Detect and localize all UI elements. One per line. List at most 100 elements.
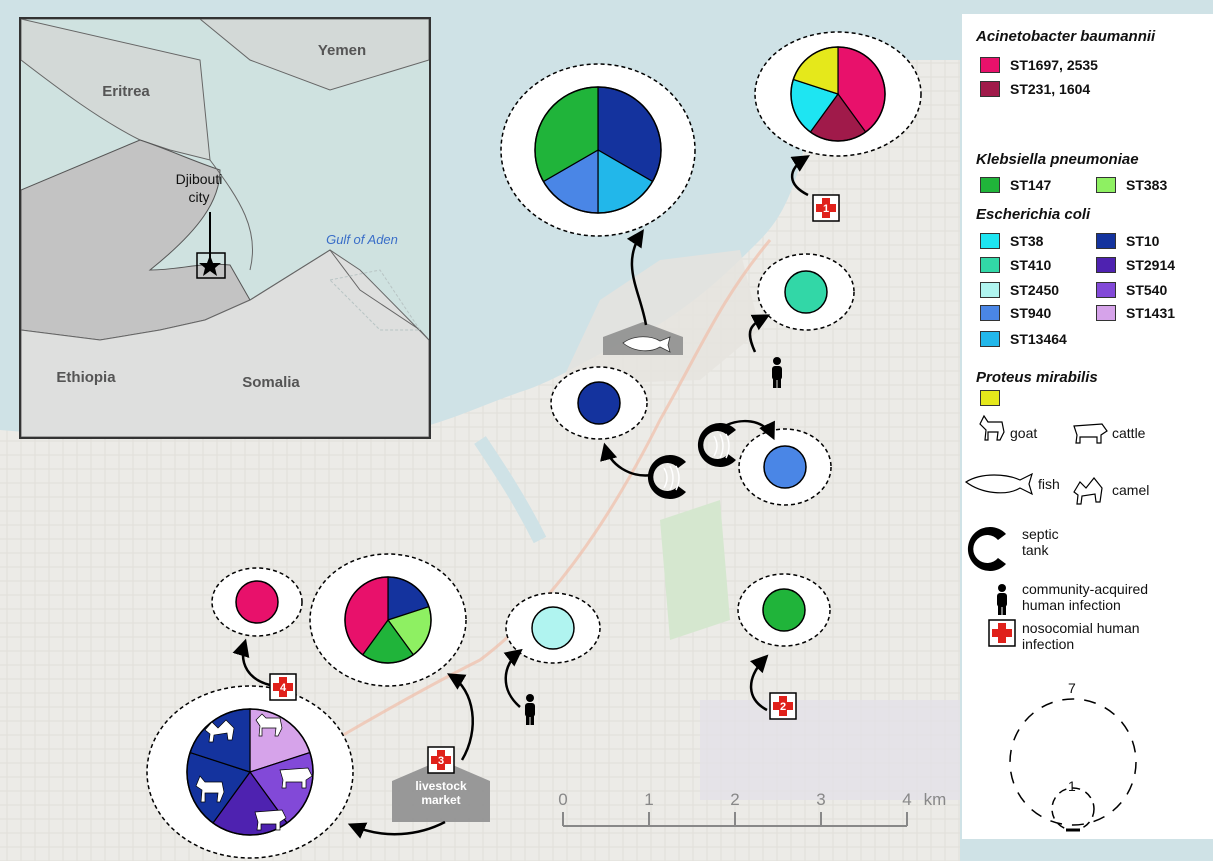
legend-group-title: Klebsiella pneumoniae (976, 151, 1139, 168)
person-icon (997, 584, 1007, 615)
hospital-number: 1 (823, 203, 829, 215)
inset-label-ethiopia: Ethiopia (56, 369, 116, 386)
cattle-icon (254, 809, 287, 831)
community-person-icon-south (525, 694, 535, 725)
legend-item (980, 390, 1010, 406)
camel-icon (204, 719, 235, 743)
cattle-icon (1073, 423, 1108, 444)
legend-item-label: ST231, 1604 (1010, 81, 1091, 97)
pie-septic-east-slice (763, 445, 807, 489)
land-mass (0, 60, 960, 861)
legend-swatch (1096, 177, 1116, 193)
arrow-fish (626, 229, 648, 326)
legend-item-label: ST38 (1010, 233, 1044, 249)
hospital-number: 4 (280, 682, 287, 694)
legend-swatch (1096, 305, 1116, 321)
scale-bar (562, 812, 908, 827)
scale-tick-label: 2 (730, 790, 739, 809)
scale-unit-label: km (924, 790, 947, 809)
legend-item: ST1697, 2535 (980, 57, 1098, 73)
hospital-marker-1: 1 (812, 194, 840, 222)
hospital-marker-4: 4 (269, 673, 297, 701)
legend-swatch (980, 81, 1000, 97)
legend-item: ST2450 (980, 282, 1059, 298)
arrow-hospital-2 (749, 654, 769, 712)
pie-community-south-slice (531, 606, 575, 650)
livestock-animal-icons (195, 713, 313, 831)
legend-item-label: ST10 (1126, 233, 1160, 249)
pie-community-north-slice (784, 270, 828, 314)
legend-item-label: ST2450 (1010, 282, 1060, 298)
scale-tick-label: 0 (558, 790, 567, 809)
legend-item-label: ST2914 (1126, 257, 1176, 273)
legend-swatch (980, 177, 1000, 193)
legend-item: ST13464 (980, 331, 1067, 347)
legend-item: ST38 (980, 233, 1043, 249)
legend-item: ST147 (980, 177, 1051, 193)
goat-icon (979, 414, 1005, 441)
legend-item-label: ST940 (1010, 305, 1052, 321)
arrow-hospital-4 (232, 638, 271, 687)
legend-item-label: ST410 (1010, 257, 1052, 273)
arrow-livestock (347, 820, 446, 839)
pie-hospital-3-outline (344, 576, 432, 664)
hospital-markers: 1 2 3 4 (269, 194, 840, 774)
legend-item-label: ST540 (1126, 282, 1168, 298)
legend-swatch (980, 233, 1000, 249)
septic-tank-icon-east (697, 423, 736, 467)
hospital-cross-icon (992, 623, 1012, 643)
legend-item: ST383 (1096, 177, 1167, 193)
inset-label-sea: Gulf of Aden (326, 232, 398, 247)
legend-swatch (980, 282, 1000, 298)
arrow-hospital-3 (447, 673, 474, 761)
park-area (660, 500, 730, 640)
legend-icons (964, 414, 1137, 832)
legend-item-label: ST1431 (1126, 305, 1176, 321)
septic-tank-icon-west (647, 455, 686, 500)
scale-tick-label: 1 (644, 790, 653, 809)
pie-hospital-4-slice (235, 580, 279, 624)
inset-label-yemen: Yemen (318, 42, 366, 59)
hospital-number: 2 (780, 701, 786, 713)
arrow-community-south (503, 648, 523, 708)
legend-item: ST10 (1096, 233, 1159, 249)
legend-group-title: Proteus mirabilis (976, 369, 1098, 386)
pie-septic-west-slice (577, 381, 621, 425)
pie-livestock-outline (186, 708, 314, 836)
legend-item-label: ST13464 (1010, 331, 1067, 347)
legend-item-label: ST147 (1010, 177, 1052, 193)
size-scale-max-label: 7 (1068, 680, 1076, 696)
legend-item: ST1431 (1096, 305, 1175, 321)
legend-label-cattle: cattle (1112, 425, 1146, 441)
legend-item: ST231, 1604 (980, 81, 1090, 97)
hospital-marker-3: 3 (427, 746, 455, 774)
scale-tick-label: 3 (816, 790, 825, 809)
inset-label-eritrea: Eritrea (102, 83, 150, 100)
size-scale-small (1051, 787, 1095, 831)
hospital-number: 3 (438, 755, 444, 767)
legend-swatch (980, 57, 1000, 73)
legend-item-label: ST383 (1126, 177, 1168, 193)
pie-hospital-1-outline (790, 46, 886, 142)
size-scale-min-label: 1 (1068, 778, 1076, 794)
legend-item: ST940 (980, 305, 1051, 321)
pie-charts (186, 46, 886, 836)
legend-swatch (1096, 233, 1116, 249)
city-star-icon (199, 255, 221, 276)
legend-group-title: Escherichia coli (976, 206, 1091, 223)
legend-swatch (1096, 257, 1116, 273)
airport-area (700, 700, 960, 800)
hospital-cross-icon (816, 198, 836, 218)
legend-swatch (980, 331, 1000, 347)
legend-swatch (980, 257, 1000, 273)
fish-icon (964, 472, 1033, 496)
arrow-septic-west (600, 442, 653, 477)
legend-item: ST2914 (1096, 257, 1175, 273)
community-person-icon-north (772, 357, 782, 388)
hospital-cross-icon (431, 750, 451, 770)
legend-group-title: Acinetobacter baumannii (976, 28, 1156, 45)
